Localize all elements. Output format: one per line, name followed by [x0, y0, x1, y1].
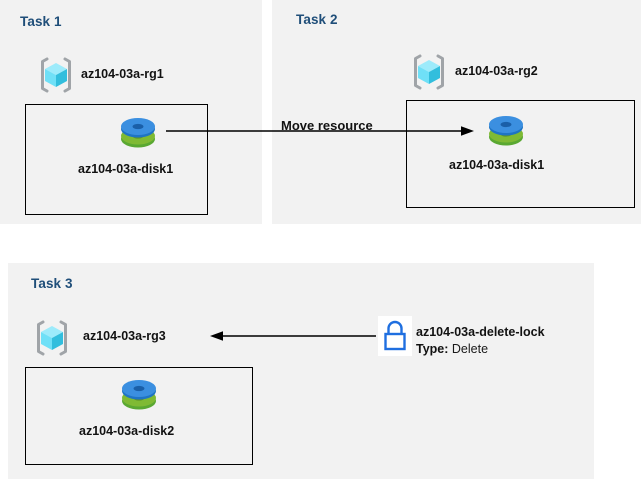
- task-1-resource-container: [25, 104, 208, 215]
- lock-icon: [378, 316, 412, 356]
- task-1-panel: [0, 0, 262, 224]
- managed-disk-label: az104-03a-disk1: [78, 162, 174, 176]
- task-3-panel: [8, 263, 594, 479]
- task-3-resource-container: [25, 367, 253, 465]
- resource-group-label: az104-03a-rg1: [81, 67, 164, 81]
- managed-disk-label: az104-03a-disk2: [79, 424, 175, 438]
- task-1-heading: Task 1: [20, 14, 62, 29]
- managed-disk-label: az104-03a-disk1: [449, 158, 545, 172]
- move-resource-arrow: [166, 126, 474, 136]
- resource-group-label: az104-03a-rg2: [455, 64, 538, 78]
- lock-applies-arrow: [210, 331, 376, 341]
- resource-group-label: az104-03a-rg3: [83, 329, 166, 343]
- task-3-heading: Task 3: [31, 276, 73, 291]
- lock-type-value: Delete: [451, 342, 489, 356]
- task-2-panel: [272, 0, 641, 224]
- lock-type-key: Type:: [416, 342, 449, 356]
- managed-disk-icon: [485, 110, 527, 154]
- resource-group-icon: [409, 52, 449, 92]
- task-2-heading: Task 2: [296, 12, 338, 27]
- managed-disk-icon: [118, 374, 160, 418]
- managed-disk-icon: [117, 112, 159, 156]
- resource-group-icon: [32, 318, 72, 358]
- task-2-resource-container: [406, 100, 635, 208]
- lock-name-label: az104-03a-delete-lock: [416, 325, 545, 339]
- lock-type-label: Type: Delete: [416, 342, 488, 356]
- move-resource-label: Move resource: [281, 118, 373, 133]
- resource-group-icon: [36, 55, 76, 95]
